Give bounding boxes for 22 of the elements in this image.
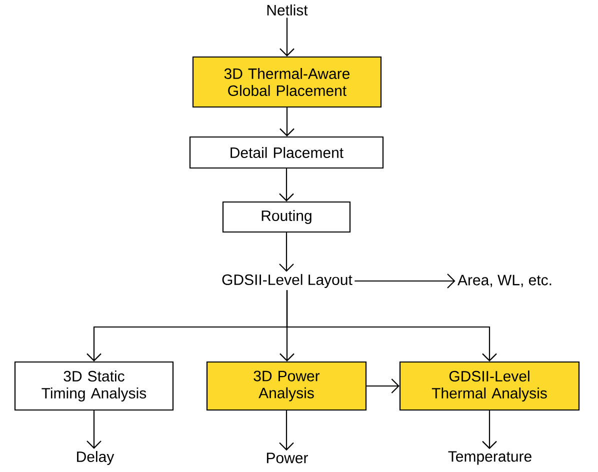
arrow xyxy=(279,232,294,272)
process-box: 3D Static Timing Analysis xyxy=(14,361,174,411)
process-box: Routing xyxy=(222,201,351,233)
arrow xyxy=(279,168,294,202)
flow-label: Area, WL, etc. xyxy=(458,274,552,288)
arrow xyxy=(354,274,456,288)
arrow xyxy=(86,410,102,449)
flow-label: Delay xyxy=(77,451,114,465)
flow-label: GDSII-Level Layout xyxy=(222,274,352,288)
flow-label: Power xyxy=(266,452,308,464)
flow-label: Temperature xyxy=(448,451,532,465)
process-box: Detail Placement xyxy=(189,136,384,169)
arrow xyxy=(280,108,294,136)
process-box: GDSII-Level Thermal Analysis xyxy=(399,361,580,411)
process-box: 3D Power Analysis xyxy=(206,361,367,411)
process-box: 3D Thermal-Aware Global Placement xyxy=(192,56,382,108)
arrow xyxy=(279,410,294,451)
flow-label: Netlist xyxy=(267,4,308,16)
arrow xyxy=(280,18,294,56)
arrow xyxy=(286,290,497,362)
arrow xyxy=(482,410,497,450)
arrow xyxy=(366,378,400,394)
